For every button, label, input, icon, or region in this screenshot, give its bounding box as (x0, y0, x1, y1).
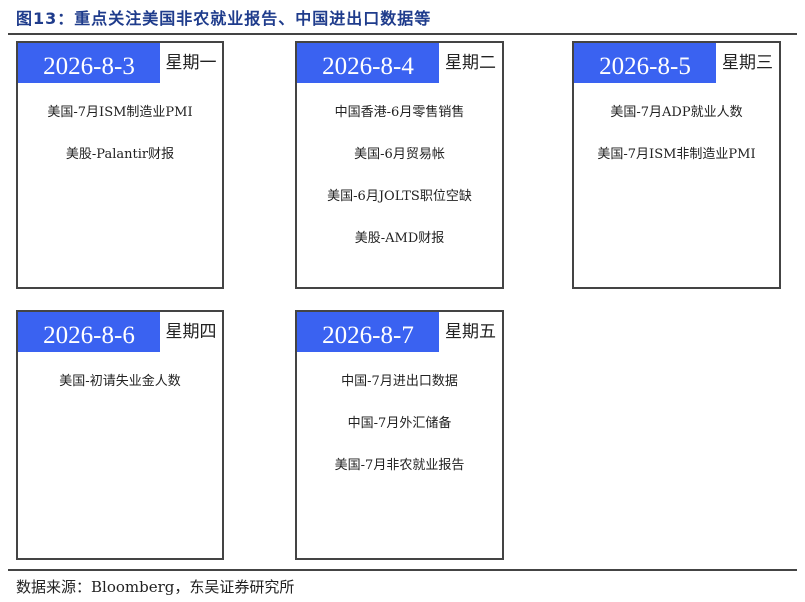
figure-title: 图13：重点关注美国非农就业报告、中国进出口数据等 (16, 9, 432, 28)
event-list: 美国-初请失业金人数 (18, 374, 222, 416)
card-header: 2026-8-6 星期四 (18, 312, 222, 352)
card-header: 2026-8-3 星期一 (18, 43, 222, 83)
weekday-label: 星期五 (445, 322, 496, 342)
bottom-rule (8, 569, 797, 571)
event-list: 美国-7月ISM制造业PMI 美股-Palantir财报 (18, 105, 222, 189)
calendar-card-thu: 2026-8-6 星期四 美国-初请失业金人数 (16, 310, 224, 560)
event-item: 中国香港-6月零售销售 (334, 105, 465, 120)
event-item: 美国-7月ISM非制造业PMI (597, 147, 756, 162)
event-list: 中国-7月进出口数据 中国-7月外汇储备 美国-7月非农就业报告 (297, 374, 502, 500)
weekday-label: 星期三 (722, 53, 773, 73)
weekday-label: 星期四 (165, 322, 217, 342)
card-header: 2026-8-7 星期五 (297, 312, 502, 352)
event-item: 美国-初请失业金人数 (59, 374, 181, 389)
event-item: 美国-7月非农就业报告 (334, 458, 465, 473)
event-item: 中国-7月进出口数据 (341, 374, 458, 389)
card-header: 2026-8-4 星期二 (297, 43, 502, 83)
event-item: 美股-AMD财报 (354, 231, 445, 246)
date-label: 2026-8-3 (18, 43, 160, 83)
weekday-label: 星期二 (445, 53, 496, 73)
calendar-card-wed: 2026-8-5 星期三 美国-7月ADP就业人数 美国-7月ISM非制造业PM… (572, 41, 781, 289)
date-label: 2026-8-4 (297, 43, 439, 83)
calendar-card-fri: 2026-8-7 星期五 中国-7月进出口数据 中国-7月外汇储备 美国-7月非… (295, 310, 504, 560)
event-item: 美国-6月贸易帐 (354, 147, 445, 162)
weekday-label: 星期一 (165, 53, 217, 73)
date-label: 2026-8-7 (297, 312, 439, 352)
event-list: 美国-7月ADP就业人数 美国-7月ISM非制造业PMI (574, 105, 779, 189)
calendar-card-tue: 2026-8-4 星期二 中国香港-6月零售销售 美国-6月贸易帐 美国-6月J… (295, 41, 504, 289)
source-note: 数据来源：Bloomberg，东吴证券研究所 (16, 578, 295, 596)
event-item: 美国-7月ADP就业人数 (610, 105, 743, 120)
event-item: 美国-7月ISM制造业PMI (47, 105, 193, 120)
event-item: 中国-7月外汇储备 (347, 416, 452, 431)
calendar-card-mon: 2026-8-3 星期一 美国-7月ISM制造业PMI 美股-Palantir财… (16, 41, 224, 289)
date-label: 2026-8-6 (18, 312, 160, 352)
event-item: 美国-6月JOLTS职位空缺 (327, 189, 472, 204)
date-label: 2026-8-5 (574, 43, 716, 83)
event-list: 中国香港-6月零售销售 美国-6月贸易帐 美国-6月JOLTS职位空缺 美股-A… (297, 105, 502, 273)
card-header: 2026-8-5 星期三 (574, 43, 779, 83)
event-item: 美股-Palantir财报 (65, 147, 175, 162)
top-rule (8, 33, 797, 35)
